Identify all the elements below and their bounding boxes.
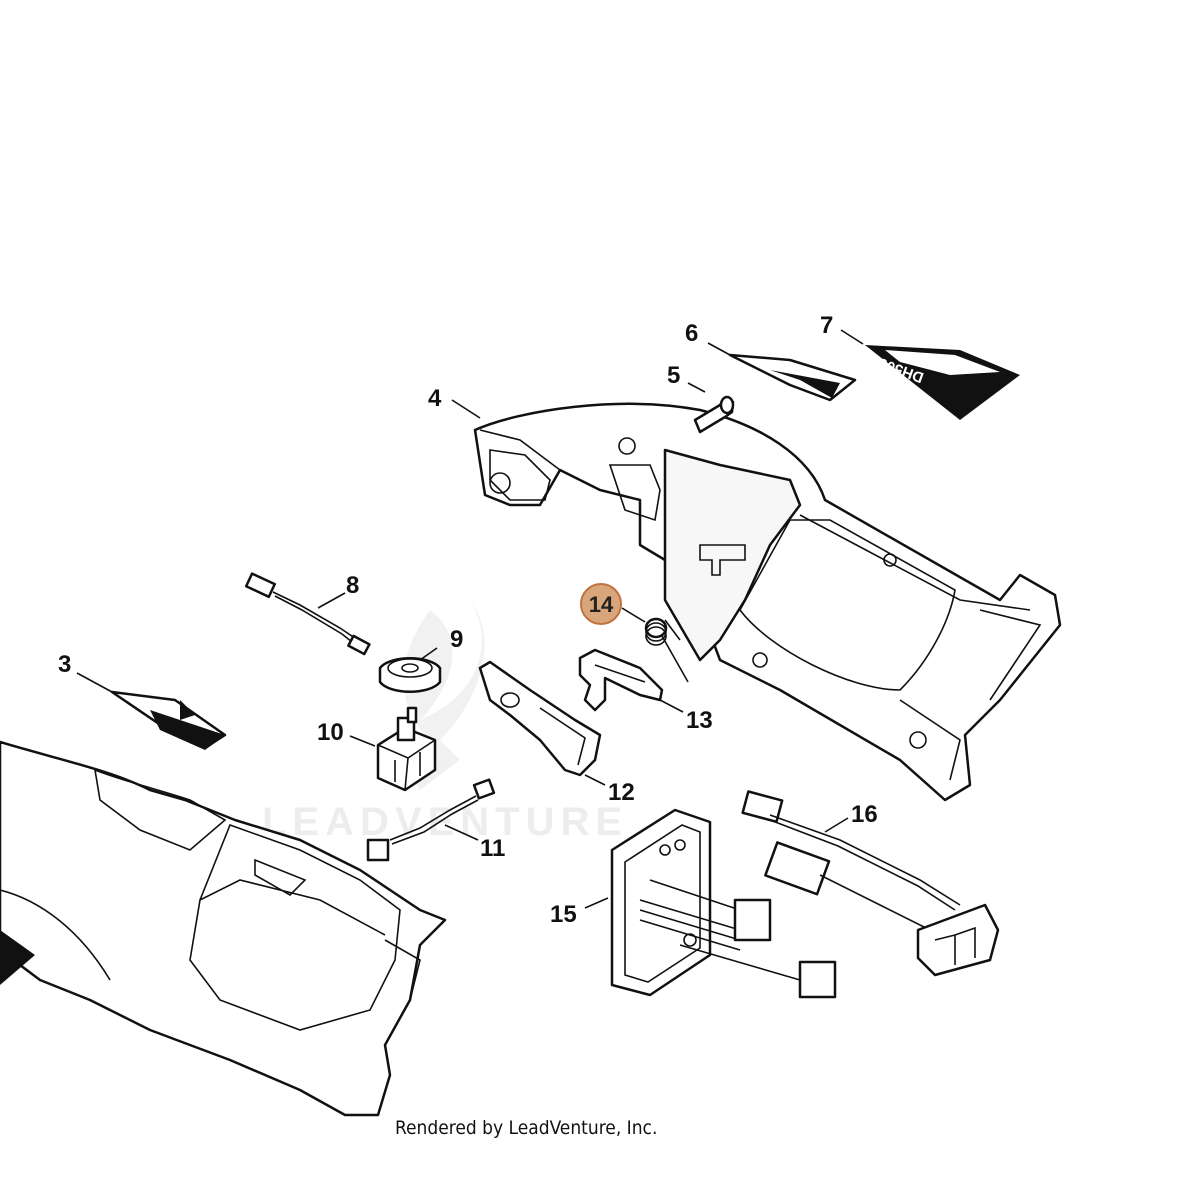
part-10-switch <box>376 706 437 792</box>
highlight-circle[interactable] <box>580 583 622 625</box>
callout-9: 9 <box>450 626 463 653</box>
part-4-housing <box>473 402 1062 802</box>
callout-14-highlight[interactable]: 14 <box>580 583 622 625</box>
part-11-cable <box>366 778 496 862</box>
watermark-text: LEADVENTURE <box>262 800 628 844</box>
callout-7: 7 <box>820 312 833 339</box>
render-credit: Rendered by LeadVenture, Inc. <box>395 1117 657 1139</box>
part-16-switch-assembly <box>741 790 1000 977</box>
part-3-decal <box>110 690 227 750</box>
callout-11: 11 <box>480 835 505 862</box>
leader-lines <box>76 329 864 909</box>
part-8-cable <box>244 572 371 656</box>
watermark: LEADVENTURE <box>262 600 628 844</box>
part-6-decal <box>728 353 857 402</box>
part-12-trigger <box>478 660 602 777</box>
callout-10: 10 <box>317 719 344 746</box>
callout-labels: 3 4 5 6 7 8 9 10 11 12 13 14 15 16 <box>58 312 878 928</box>
left-housing-half <box>0 740 447 1117</box>
part-14-spring <box>644 617 689 683</box>
callout-3: 3 <box>58 651 71 678</box>
callout-15: 15 <box>550 901 577 928</box>
part-5-screw <box>693 395 735 434</box>
callout-8: 8 <box>346 572 359 599</box>
callout-16: 16 <box>851 801 878 828</box>
callout-5: 5 <box>667 362 680 389</box>
callout-6: 6 <box>685 320 698 347</box>
callout-13: 13 <box>686 707 713 734</box>
callout-12: 12 <box>608 779 635 806</box>
part-9-grommet <box>378 657 442 693</box>
part-7-decal: DH5000 <box>865 345 1020 420</box>
callout-4: 4 <box>428 385 442 412</box>
part-15-circuit-board <box>610 808 837 999</box>
callout-14[interactable]: 14 <box>589 592 614 617</box>
part-13-lever <box>578 648 664 712</box>
